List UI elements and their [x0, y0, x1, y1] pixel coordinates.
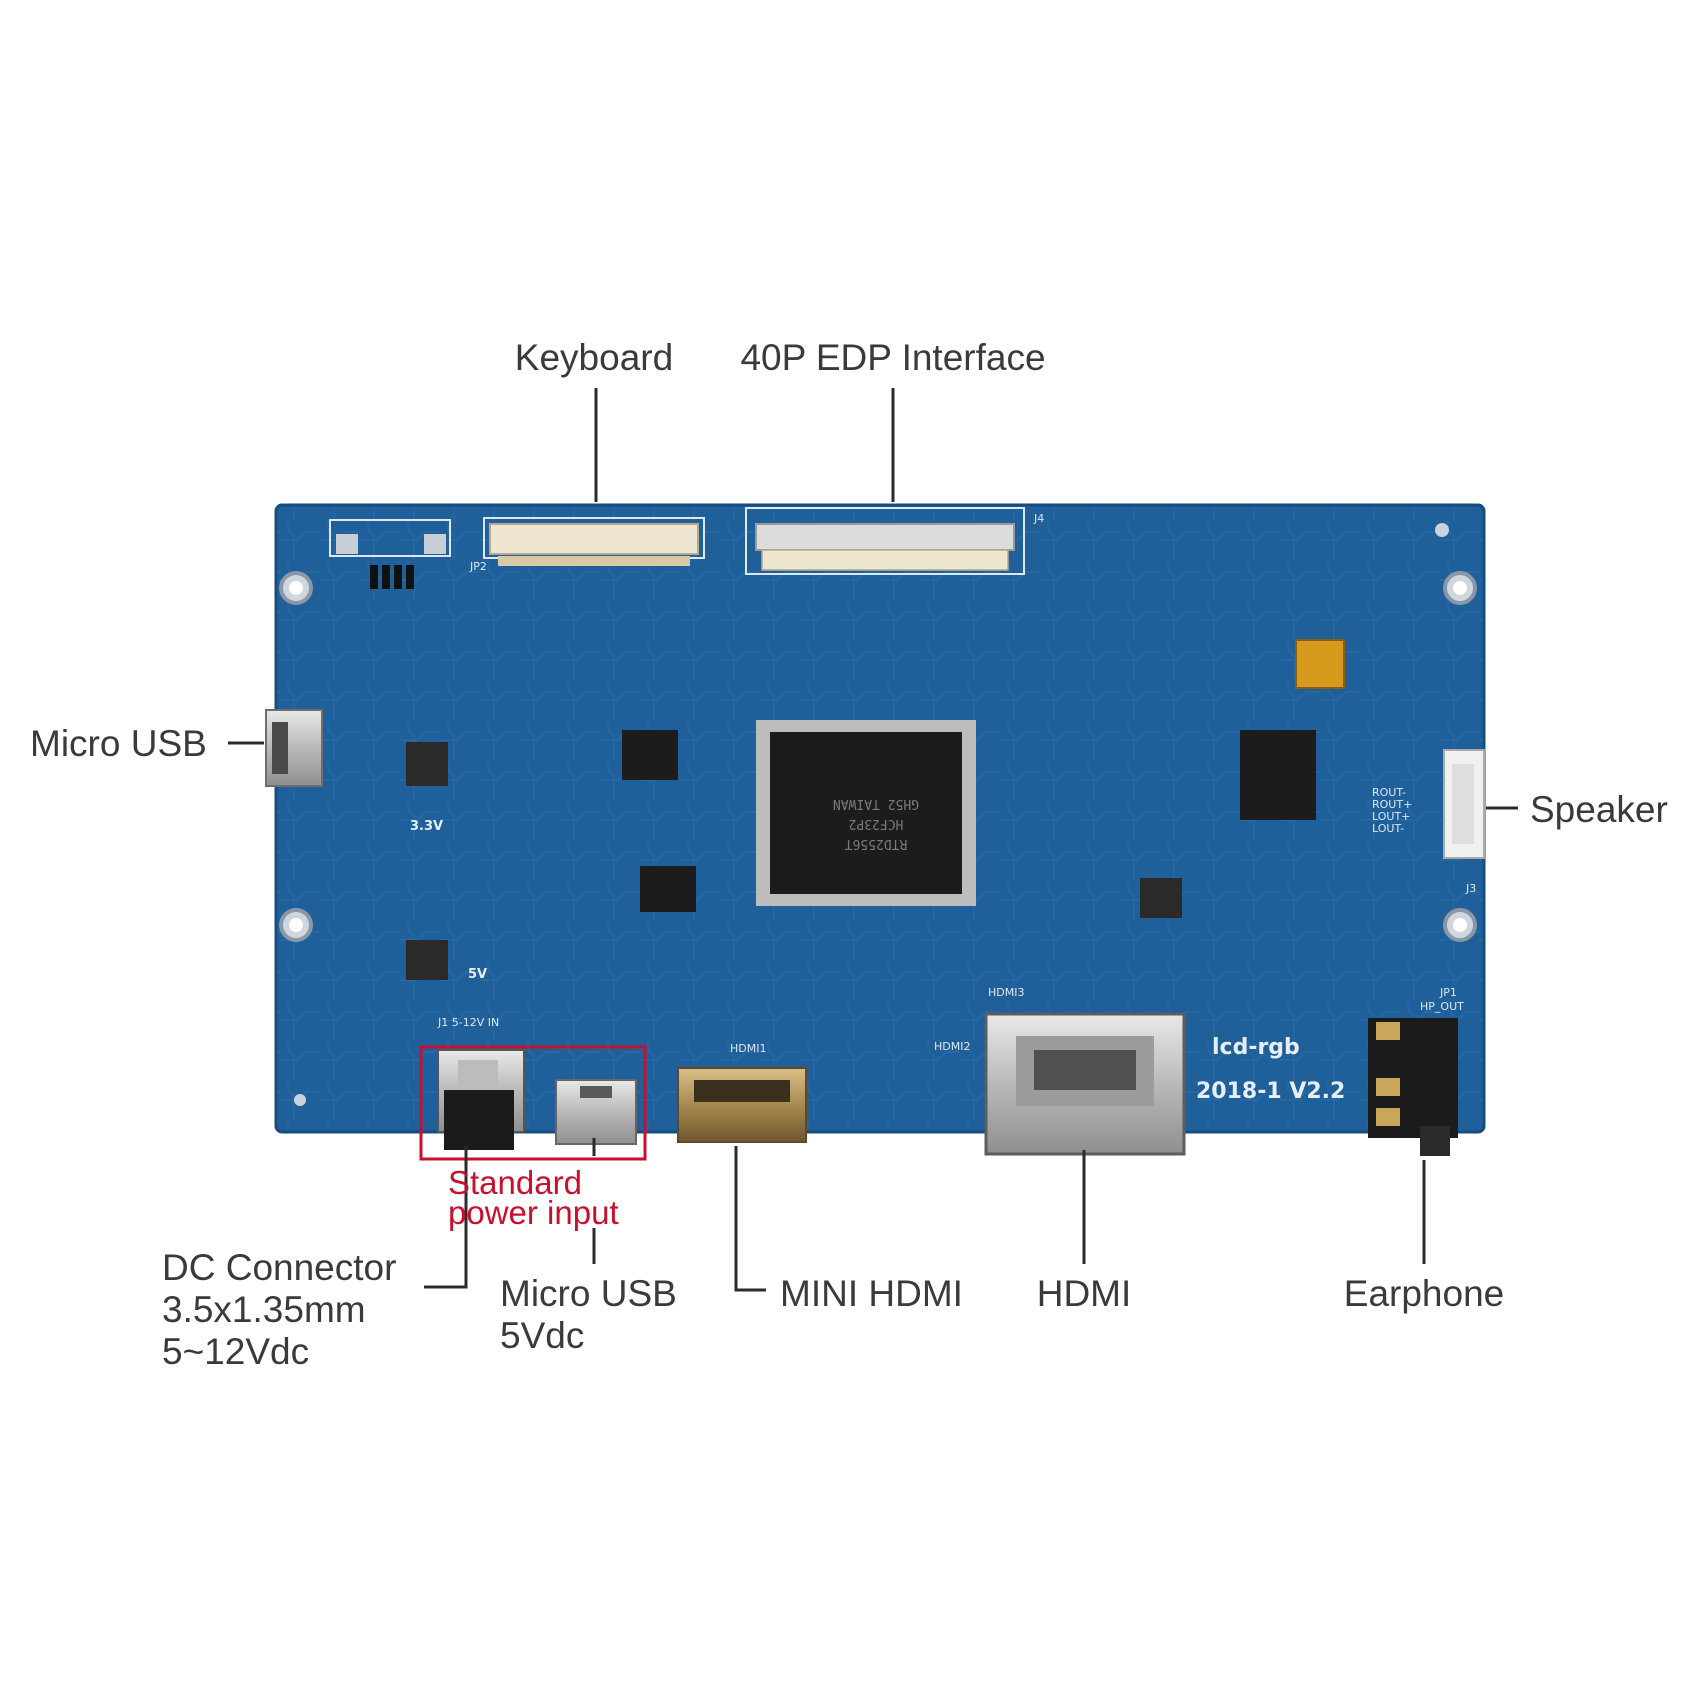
dc-connector-label-line2: 3.5x1.35mm: [162, 1289, 366, 1330]
dc-connector-label-line3: 5~12Vdc: [162, 1331, 309, 1372]
bottom-micro-usb: [555, 1079, 637, 1145]
standard-power-label-line1: Standard: [448, 1164, 582, 1201]
silk-j4: J4: [1033, 512, 1044, 525]
top-left-pads: [329, 519, 451, 589]
mini-hdmi-connector: [677, 1067, 807, 1143]
standard-power-label-line2: power input: [448, 1194, 619, 1231]
chip-marking-3: GH52 TAIWAN: [833, 796, 919, 811]
silk-jp2: JP2: [469, 560, 487, 573]
silk-lout-minus: LOUT-: [1372, 822, 1404, 835]
chip-marking-2: HCF23P2: [849, 816, 904, 831]
board-model-silk: lcd-rgb: [1212, 1035, 1300, 1060]
secondary-ics: [406, 639, 1345, 980]
dc-jack: [437, 1049, 525, 1150]
silk-lout-plus: LOUT+: [1372, 810, 1410, 823]
silk-jp1: JP1: [1439, 986, 1457, 999]
silk-j3: J3: [1465, 882, 1476, 895]
silk-rout-minus: ROUT-: [1372, 786, 1406, 799]
silk-j1: J1 5-12V IN: [437, 1016, 499, 1029]
speaker-label: Speaker: [1530, 789, 1668, 830]
silk-hdmi3: HDMI3: [988, 986, 1024, 999]
standard-power-highlight: [419, 1045, 647, 1161]
board-revision-silk: 2018-1 V2.2: [1196, 1079, 1345, 1104]
silk-3v3: 3.3V: [410, 819, 443, 834]
silk-5v: 5V: [468, 967, 487, 982]
silk-hp-out: HP_OUT: [1420, 1000, 1464, 1013]
keyboard-connector: [483, 517, 705, 566]
silk-hdmi2: HDMI2: [934, 1040, 970, 1053]
edp-connector: [745, 507, 1025, 575]
silk-rout-plus: ROUT+: [1372, 798, 1412, 811]
earphone-jack: [1368, 1018, 1458, 1156]
leader-dc-connector: [424, 1146, 468, 1289]
micro-usb-bottom-label-line2: 5Vdc: [500, 1315, 584, 1356]
leader-mini-hdmi: [734, 1146, 766, 1292]
leader-lines: [228, 388, 1518, 1292]
mounting-holes: [279, 523, 1477, 1106]
hdmi-label: HDMI: [1037, 1273, 1132, 1314]
chip-marking-1: RTD2556T: [845, 836, 908, 851]
mini-hdmi-label: MINI HDMI: [780, 1273, 963, 1314]
dc-connector-label-line1: DC Connector: [162, 1247, 396, 1288]
earphone-label: Earphone: [1344, 1273, 1504, 1314]
speaker-connector: [1443, 749, 1485, 859]
micro-usb-left-label: Micro USB: [30, 723, 207, 764]
micro-usb-bottom-label-line1: Micro USB: [500, 1273, 677, 1314]
silkscreen-labels: lcd-rgb 2018-1 V2.2 3.3V 5V J1 5-12V IN …: [410, 512, 1476, 1104]
hdmi-connector: [984, 1012, 1186, 1156]
edp-interface-label: 40P EDP Interface: [740, 337, 1045, 378]
left-micro-usb-connector: [265, 709, 323, 787]
keyboard-label: Keyboard: [515, 337, 673, 378]
main-chip: GH52 TAIWAN HCF23P2 RTD2556T: [756, 720, 976, 906]
silk-hdmi1: HDMI1: [730, 1042, 766, 1055]
